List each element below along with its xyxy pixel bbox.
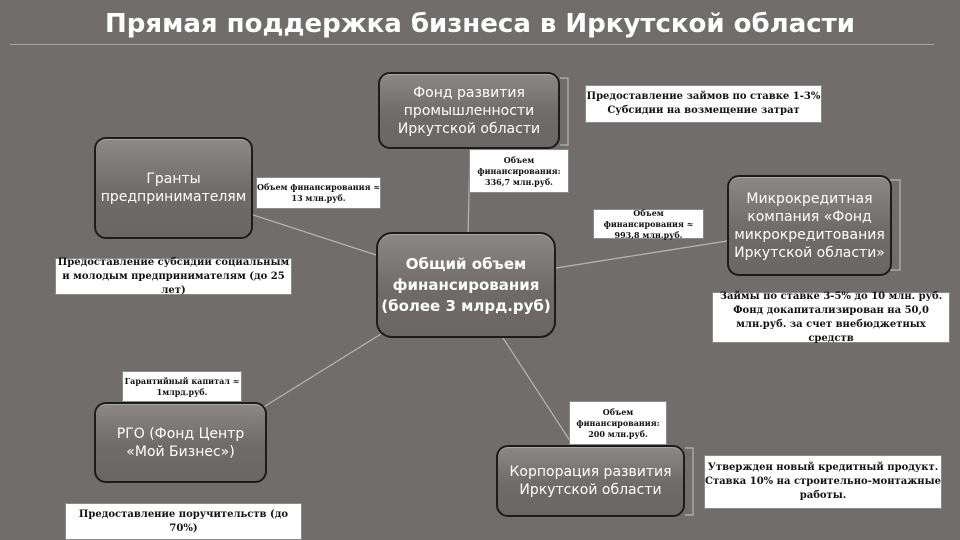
development-corporation-label: Корпорация развития Иркутской области: [509, 464, 672, 498]
microcredit-description: Займы по ставке 3-5% до 10 млн. руб. Фон…: [712, 291, 950, 344]
connector-rgo: [261, 333, 382, 409]
rgo-description: Предоставление поручительств (до 70%): [65, 503, 302, 540]
rgo-node: РГО (Фонд Центр «Мой Бизнес»): [94, 402, 267, 483]
rgo-label: РГО (Фонд Центр «Мой Бизнес»): [116, 425, 245, 460]
title-divider: [10, 44, 934, 45]
microcredit-company-label: Микрокредитная компания «Фонд микрокреди…: [734, 190, 885, 261]
center-total-funding-node: Общий объем финансирования (более 3 млрд…: [376, 232, 556, 338]
grants-label: Гранты предпринимателям: [100, 171, 247, 205]
connector-grants: [249, 213, 377, 256]
industry-fund-description: Предоставление займов по ставке 1-3% Суб…: [585, 85, 822, 123]
bracket-microcredit: [890, 179, 901, 271]
grants-amount: Объем финансирования ≈ 13 млн.руб.: [256, 177, 381, 209]
development-corporation-amount: Объем финансирования: 200 млн.руб.: [569, 401, 667, 445]
page-title: Прямая поддержка бизнеса в Иркутской обл…: [105, 9, 855, 39]
connector-microcredit: [555, 240, 728, 269]
grants-node: Гранты предпринимателям: [94, 137, 253, 239]
industry-fund-label: Фонд развития промышленности Иркутской о…: [397, 84, 541, 137]
rgo-amount: Гарантийный капитал ≈ 1млрд.руб.: [122, 371, 242, 402]
industry-fund-amount: Объем финансирования: 336,7 млн.руб.: [469, 149, 569, 193]
bracket-fund: [560, 77, 569, 146]
bracket-corporation: [685, 447, 694, 516]
development-corporation-node: Корпорация развития Иркутской области: [496, 445, 685, 517]
microcredit-amount: Объем финансирования ≈ 993,8 млн.руб.: [593, 208, 704, 240]
industry-fund-node: Фонд развития промышленности Иркутской о…: [378, 72, 560, 149]
grants-description: Предоставление субсидии социальным и мол…: [55, 257, 292, 296]
microcredit-company-node: Микрокредитная компания «Фонд микрокреди…: [727, 175, 892, 276]
center-label: Общий объем финансирования (более 3 млрд…: [381, 254, 551, 315]
development-corporation-description: Утвержден новый кредитный продукт. Ставк…: [704, 455, 942, 509]
connector-corporation: [502, 337, 575, 448]
